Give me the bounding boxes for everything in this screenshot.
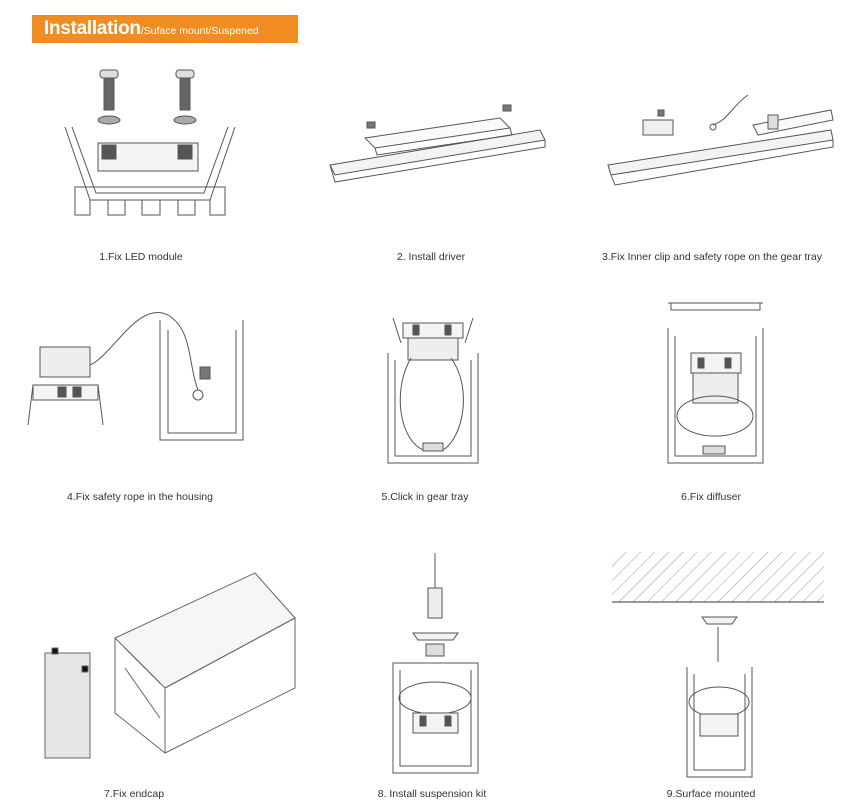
header-subtitle: /Suface mount/Suspened — [140, 25, 259, 37]
endcap-profile-icon — [40, 568, 302, 763]
led-module-screws-icon — [60, 65, 240, 225]
inner-clip-safety-rope-icon — [603, 85, 838, 190]
installation-header: Installation /Suface mount/Suspened — [32, 15, 298, 43]
step-7-caption: 7.Fix endcap — [103, 788, 165, 800]
step-8-caption: 8. Install suspension kit — [377, 788, 487, 800]
safety-rope-housing-icon — [28, 305, 268, 445]
diffuser-fit-icon — [663, 298, 768, 468]
step-6-caption: 6.Fix diffuser — [681, 491, 741, 503]
driver-on-gear-tray-icon — [325, 100, 550, 190]
suspension-kit-icon — [388, 548, 483, 778]
step-4-caption: 4.Fix safety rope in the housing — [67, 491, 213, 503]
header-title: Installation — [44, 18, 141, 39]
step-9-caption: 9.Surface mounted — [666, 788, 756, 800]
surface-mount-ceiling-icon — [612, 552, 824, 777]
gear-tray-click-icon — [383, 298, 483, 468]
step-2-caption: 2. Install driver — [396, 251, 466, 263]
step-1-caption: 1.Fix LED module — [99, 251, 183, 263]
step-3-caption: 3.Fix Inner clip and safety rope on the … — [601, 251, 823, 263]
step-5-caption: 5.Click in gear tray — [381, 491, 469, 503]
